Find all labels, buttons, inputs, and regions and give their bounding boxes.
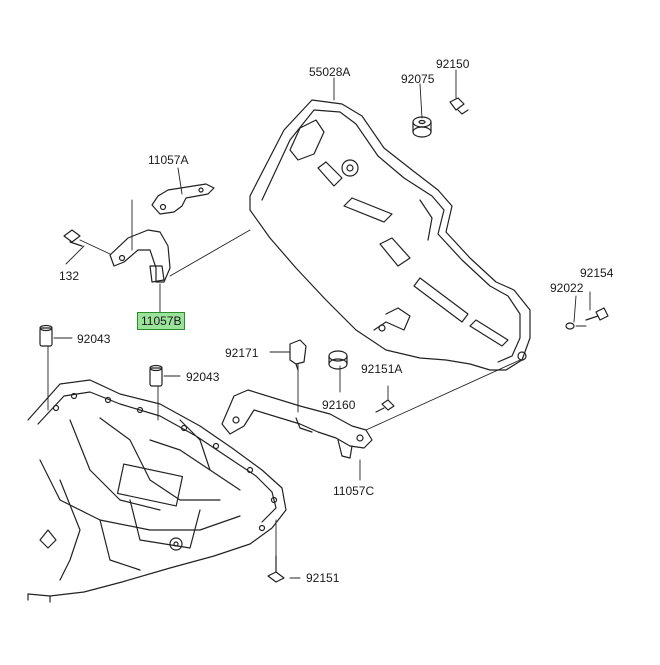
label-92043-lower: 92043 [186,370,220,384]
label-92022: 92022 [550,281,584,295]
leader-lines [47,69,591,579]
bolt-92151-shape [267,555,285,583]
bracket-11057C-shape [221,389,373,459]
label-92151: 92151 [306,571,340,585]
bracket-11057B-shape [109,229,171,283]
collar-92043b-shape [149,364,163,387]
bolt-92154-shape [585,307,609,321]
washer-92022-shape [565,322,575,330]
label-92043-upper: 92043 [77,332,111,346]
label-92160: 92160 [322,398,356,412]
oil-pan-shape [27,379,287,603]
bolt-132-shape [63,229,83,247]
cover-55028A-shape [249,99,531,371]
label-11057C: 11057C [333,484,375,498]
bracket-11057A-shape [151,183,215,215]
label-11057B-highlighted[interactable]: 11057B [137,312,186,330]
label-92154: 92154 [580,266,614,280]
label-92171: 92171 [225,346,259,360]
label-92151A: 92151A [361,362,403,376]
damper-92160-shape [328,350,348,370]
label-11057A: 11057A [148,153,189,167]
label-132: 132 [59,269,80,283]
collar-92043a-shape [39,324,53,347]
label-92075: 92075 [401,72,435,86]
bolt-92150-shape [449,97,469,115]
label-55028A: 55028A [309,65,351,79]
label-92150: 92150 [436,57,470,71]
grommet-92075-shape [412,116,432,138]
bolt-92151A-shape [375,399,395,413]
